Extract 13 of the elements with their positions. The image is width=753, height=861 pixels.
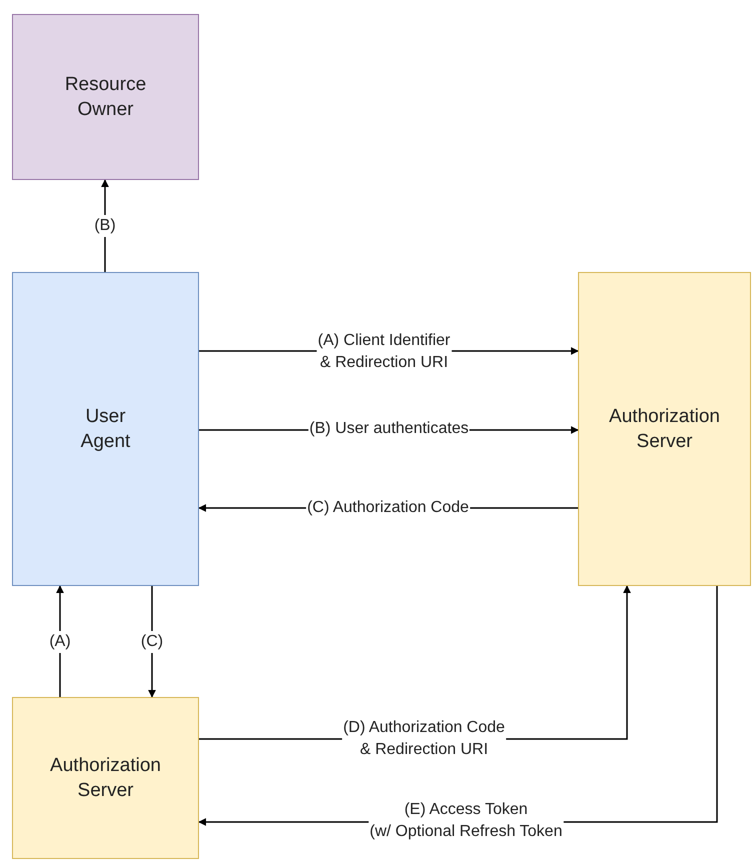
arrow: [56, 585, 64, 697]
edge-label: (A): [48, 631, 72, 653]
arrow: [101, 179, 109, 272]
process-box: [578, 272, 751, 586]
node-label: Authorization Server: [49, 754, 162, 803]
process-box: [12, 14, 199, 180]
node-label: Resource Owner: [64, 73, 148, 122]
edge-label: (C): [140, 631, 164, 653]
node-label: Authorization Server: [608, 405, 721, 454]
process-box: [12, 272, 199, 586]
node-label: User Agent: [80, 405, 132, 454]
edge-label: (B): [93, 215, 117, 237]
process-box: [12, 697, 199, 859]
